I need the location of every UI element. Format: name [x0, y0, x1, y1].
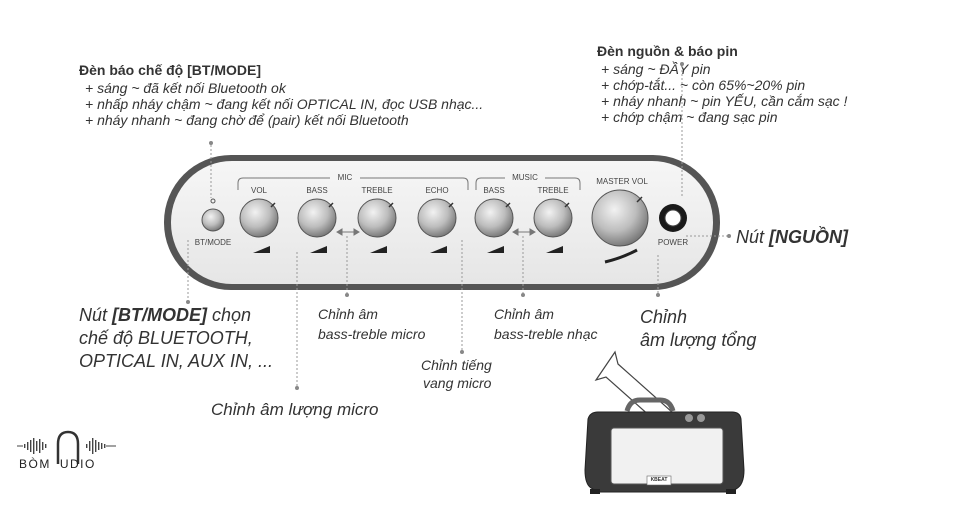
label-bt-mode: BT/MODE	[194, 238, 232, 247]
callout-mic-volume: Chỉnh âm lượng micro	[211, 400, 379, 419]
knob-mic-echo[interactable]	[417, 198, 457, 238]
mode-light-title: Đèn báo chế độ [BT/MODE]	[79, 62, 261, 78]
callout-echo: Chỉnh tiếng vang micro	[421, 356, 492, 392]
knob-label-music-bass: BASS	[483, 186, 505, 195]
callout-music-bt-line-1: Chỉnh âm	[494, 306, 554, 322]
speaker-illustration	[584, 397, 745, 494]
bt-mode-button[interactable]	[201, 208, 225, 232]
leader-lines	[187, 66, 727, 386]
power-light-line-2: + chớp-tắt... ~ còn 65%~20% pin	[601, 77, 806, 93]
callout-mic-bt-line-2: bass-treble micro	[318, 326, 426, 342]
knob-label-vol: VOL	[250, 186, 267, 195]
mic-bracket-right	[360, 177, 469, 190]
level-wedge-mic-bass	[310, 246, 327, 253]
callout-bt-mode: Nút [BT/MODE] chọn chế độ BLUETOOTH, OPT…	[79, 304, 273, 373]
callout-music-bt-line-2: bass-treble nhạc	[494, 326, 598, 342]
callout-bt-prefix: Nút	[79, 305, 113, 325]
knob-label-mic-bass: BASS	[306, 186, 328, 195]
audio-logo-icon	[17, 430, 116, 464]
brand-logo: BÒM UDIO	[19, 457, 96, 471]
brand-logo-right: UDIO	[59, 457, 96, 471]
callout-bt-rest: chọn	[207, 305, 252, 325]
callout-power-bold: [NGUỒN]	[769, 227, 849, 247]
label-power: POWER	[657, 238, 689, 247]
callout-bt-line-3: OPTICAL IN, AUX IN, ...	[79, 351, 274, 371]
power-light-line-3: + nháy nhanh ~ pin YẾU, cần cắm sạc !	[601, 93, 848, 109]
level-wedge-vol	[253, 246, 270, 253]
mic-bracket-left	[237, 177, 330, 190]
callout-echo-line-1: Chỉnh tiếng	[421, 357, 492, 373]
mode-light-legend: Đèn báo chế độ [BT/MODE] + sáng ~ đã kết…	[79, 62, 483, 128]
group-label-music: MUSIC	[512, 173, 538, 182]
knob-mic-vol[interactable]	[239, 198, 279, 238]
callout-master-vol: Chỉnh âm lượng tổng	[640, 306, 756, 352]
level-wedge-mic-treble	[370, 246, 387, 253]
knob-music-treble[interactable]	[533, 198, 573, 238]
knob-label-master-vol: MASTER VOL	[596, 177, 648, 186]
group-label-mic: MIC	[337, 173, 353, 182]
leader-dots	[186, 62, 731, 390]
callout-master-line-2: âm lượng tổng	[640, 330, 757, 350]
mic-pair-arrow	[336, 228, 360, 236]
music-bracket-right	[545, 177, 581, 190]
speaker-badge: KBEAT	[650, 477, 668, 483]
level-wedge-music-bass	[487, 246, 504, 253]
music-bracket-left	[475, 177, 505, 190]
brand-logo-left: BÒM	[19, 457, 51, 471]
mode-light-line-2: + nhấp nháy chậm ~ đang kết nối OPTICAL …	[85, 96, 484, 112]
power-light-title: Đèn nguồn & báo pin	[597, 43, 738, 59]
knob-master-vol[interactable]	[591, 189, 649, 247]
knob-label-music-treble: TREBLE	[537, 186, 569, 195]
callout-power-prefix: Nút	[736, 227, 770, 247]
power-button-ring	[664, 209, 682, 227]
level-wedge-echo	[430, 246, 447, 253]
callout-power-button: Nút [NGUỒN]	[736, 226, 848, 249]
callout-bt-line-2: chế độ BLUETOOTH,	[79, 328, 253, 348]
bt-mode-led	[210, 198, 216, 204]
knob-mic-bass[interactable]	[297, 198, 337, 238]
callout-echo-line-2: vang micro	[423, 375, 492, 391]
callout-mic-bass-treble: Chỉnh âm bass-treble micro	[318, 304, 425, 344]
knob-label-echo: ECHO	[425, 186, 449, 195]
music-pair-arrow	[512, 228, 536, 236]
level-wedge-music-treble	[546, 246, 563, 253]
knob-music-bass[interactable]	[474, 198, 514, 238]
knob-label-mic-treble: TREBLE	[361, 186, 393, 195]
power-light-legend: Đèn nguồn & báo pin + sáng ~ ĐẦY pin + c…	[597, 43, 847, 125]
mode-light-line-3: + nháy nhanh ~ đang chờ để (pair) kết nố…	[85, 112, 409, 128]
level-swoosh-master	[604, 248, 638, 264]
mode-light-line-1: + sáng ~ đã kết nối Bluetooth ok	[85, 80, 286, 96]
knob-mic-treble[interactable]	[357, 198, 397, 238]
power-light-line-4: + chớp chậm ~ đang sạc pin	[601, 109, 778, 125]
callout-master-line-1: Chỉnh	[640, 307, 688, 327]
callout-music-bass-treble: Chỉnh âm bass-treble nhạc	[494, 304, 598, 344]
callout-bt-bold: [BT/MODE]	[112, 305, 207, 325]
callout-mic-bt-line-1: Chỉnh âm	[318, 306, 378, 322]
